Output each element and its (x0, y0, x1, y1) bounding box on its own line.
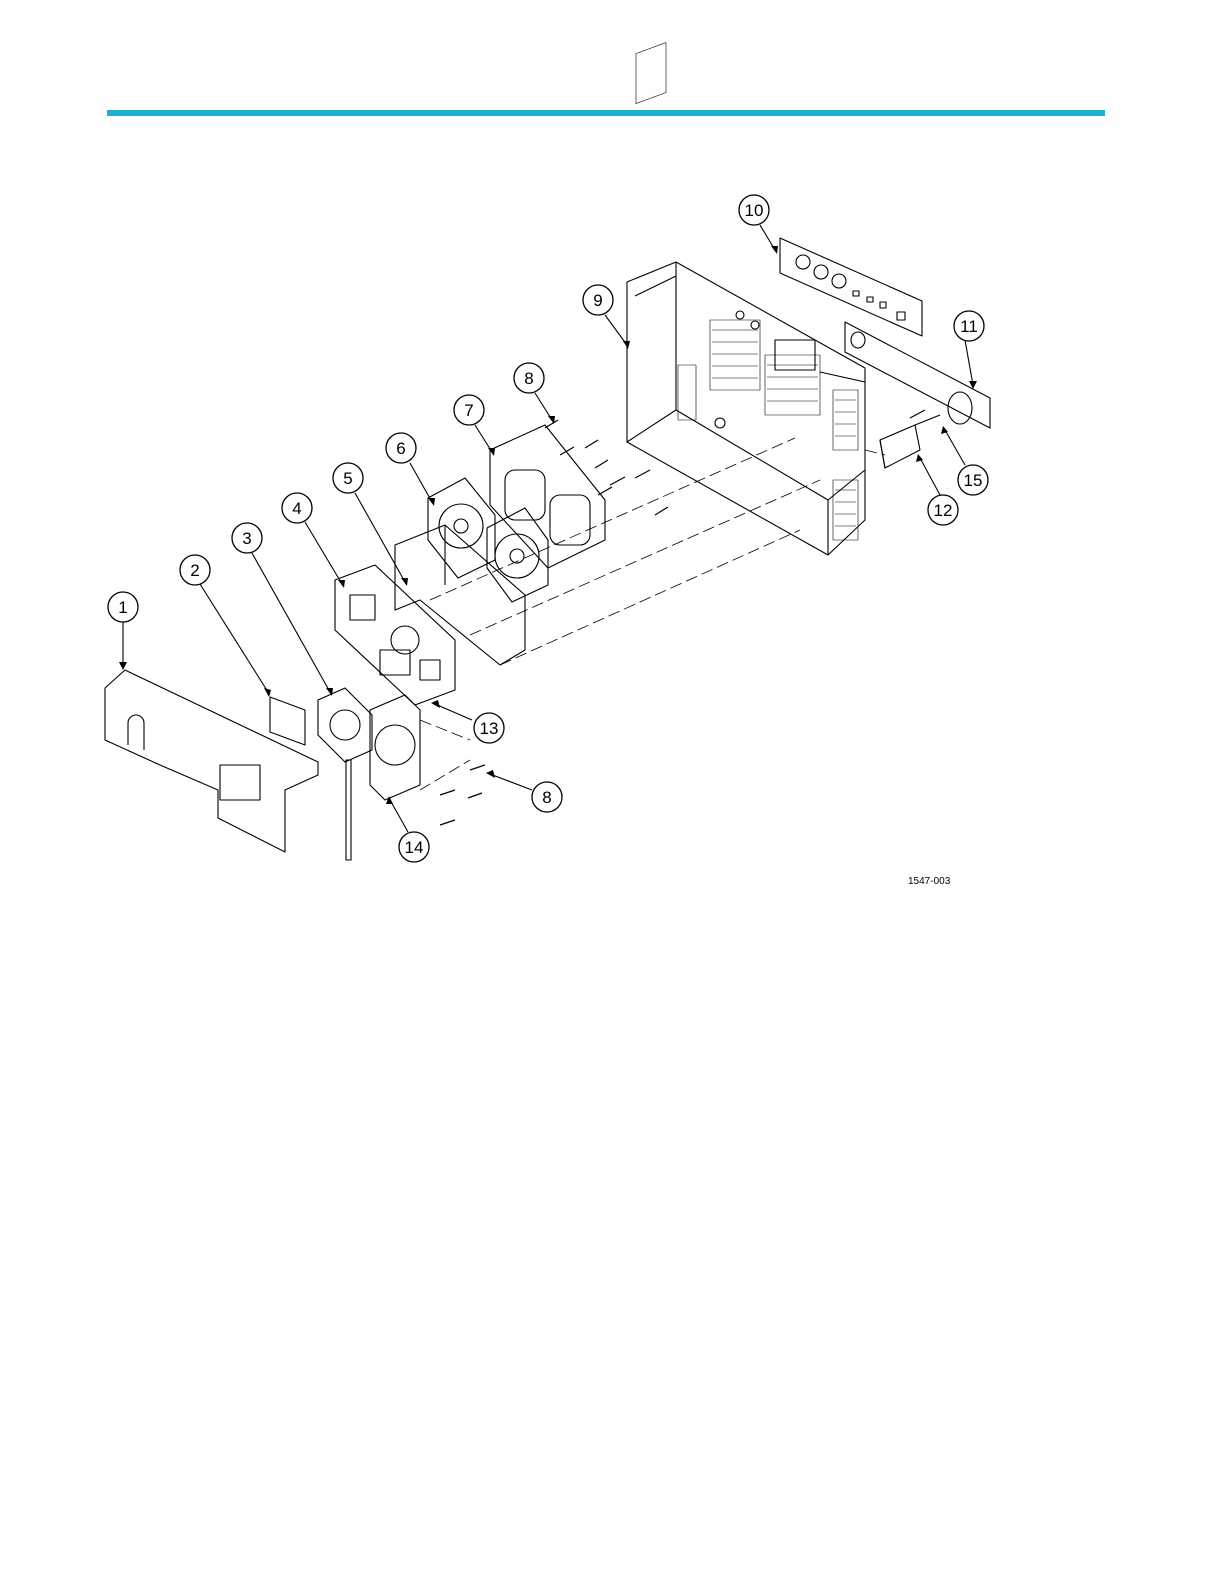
callout-7: 7 (464, 401, 473, 420)
small-fan (318, 688, 372, 860)
callout-15: 15 (964, 471, 983, 490)
callout-6: 6 (396, 439, 405, 458)
callout-1: 1 (118, 598, 127, 617)
callout-8-second: 8 (542, 788, 551, 807)
callout-13: 13 (480, 719, 499, 738)
small-fan-bracket (370, 695, 420, 800)
callout-3: 3 (242, 529, 251, 548)
callout-2: 2 (190, 561, 199, 580)
callout-10: 10 (745, 201, 764, 220)
figure-id: 1547-003 (908, 876, 951, 887)
chassis (627, 43, 865, 555)
callout-4: 4 (292, 499, 301, 518)
rear-label (780, 238, 922, 336)
psu-shield (395, 525, 525, 665)
fans (428, 478, 548, 602)
small-label (270, 697, 305, 745)
power-inlet (880, 415, 940, 468)
callout-8: 8 (524, 369, 533, 388)
callout-11: 11 (960, 317, 978, 336)
callout-14: 14 (405, 838, 424, 857)
callout-9: 9 (593, 291, 602, 310)
cover-plate (105, 670, 318, 852)
callout-5: 5 (343, 469, 352, 488)
callout-12: 12 (934, 501, 953, 520)
